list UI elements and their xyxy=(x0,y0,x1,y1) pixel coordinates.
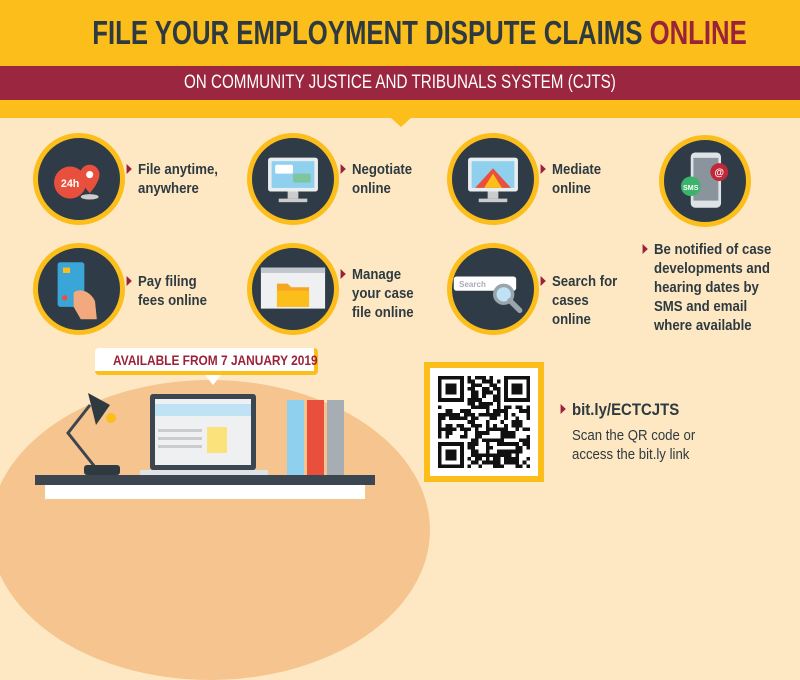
badge-24h: 24h xyxy=(61,178,79,190)
desk-top xyxy=(35,475,375,485)
qr-code[interactable] xyxy=(424,362,544,482)
feature-mediate: Mediate online xyxy=(540,160,622,198)
binder-grey xyxy=(327,400,344,476)
desk-lamp-icon xyxy=(66,393,120,475)
availability-text: AVAILABLE FROM 7 JANUARY 2019 xyxy=(113,352,318,368)
pointer-triangle xyxy=(390,117,412,127)
monitor-chat-icon xyxy=(247,133,339,225)
search-placeholder: Search xyxy=(459,280,486,289)
availability-bubble: AVAILABLE FROM 7 JANUARY 2019 xyxy=(95,348,318,375)
feature-file-anytime: File anytime, anywhere xyxy=(126,160,235,198)
email-badge: @ xyxy=(714,168,724,179)
title-text: FILE YOUR EMPLOYMENT DISPUTE CLAIMS xyxy=(92,14,643,51)
phone-notification-icon: SMS @ xyxy=(659,135,751,227)
search-bar-icon: Search xyxy=(447,243,539,335)
credit-card-icon xyxy=(33,243,125,335)
qr-instruction: Scan the QR code or access the bit.ly li… xyxy=(572,427,696,463)
sms-badge: SMS xyxy=(683,184,699,192)
feature-search-cases: Search for cases online xyxy=(540,272,631,329)
desk-body xyxy=(45,485,365,499)
feature-negotiate: Negotiate online xyxy=(340,160,422,198)
feature-manage-case: Manage your case file online xyxy=(340,265,422,322)
desk-illustration xyxy=(35,375,375,499)
feature-notifications: Be notified of case developments and hea… xyxy=(642,240,786,335)
binder-blue xyxy=(287,400,304,476)
subtitle: ON COMMUNITY JUSTICE AND TRIBUNALS SYSTE… xyxy=(184,72,616,93)
subtitle-band: ON COMMUNITY JUSTICE AND TRIBUNALS SYSTE… xyxy=(0,66,800,100)
bitly-link[interactable]: bit.ly/ECTCJTS xyxy=(560,400,680,419)
title-highlight: ONLINE xyxy=(649,14,747,51)
page-title: FILE YOUR EMPLOYMENT DISPUTE CLAIMS ONLI… xyxy=(0,14,800,52)
binder-red xyxy=(307,400,324,476)
qr-code-pattern xyxy=(438,376,530,468)
feature-pay-fees: Pay filing fees online xyxy=(126,272,217,310)
clock-location-icon: 24h xyxy=(33,133,125,225)
folder-browser-icon xyxy=(247,243,339,335)
monitor-mediation-icon xyxy=(447,133,539,225)
